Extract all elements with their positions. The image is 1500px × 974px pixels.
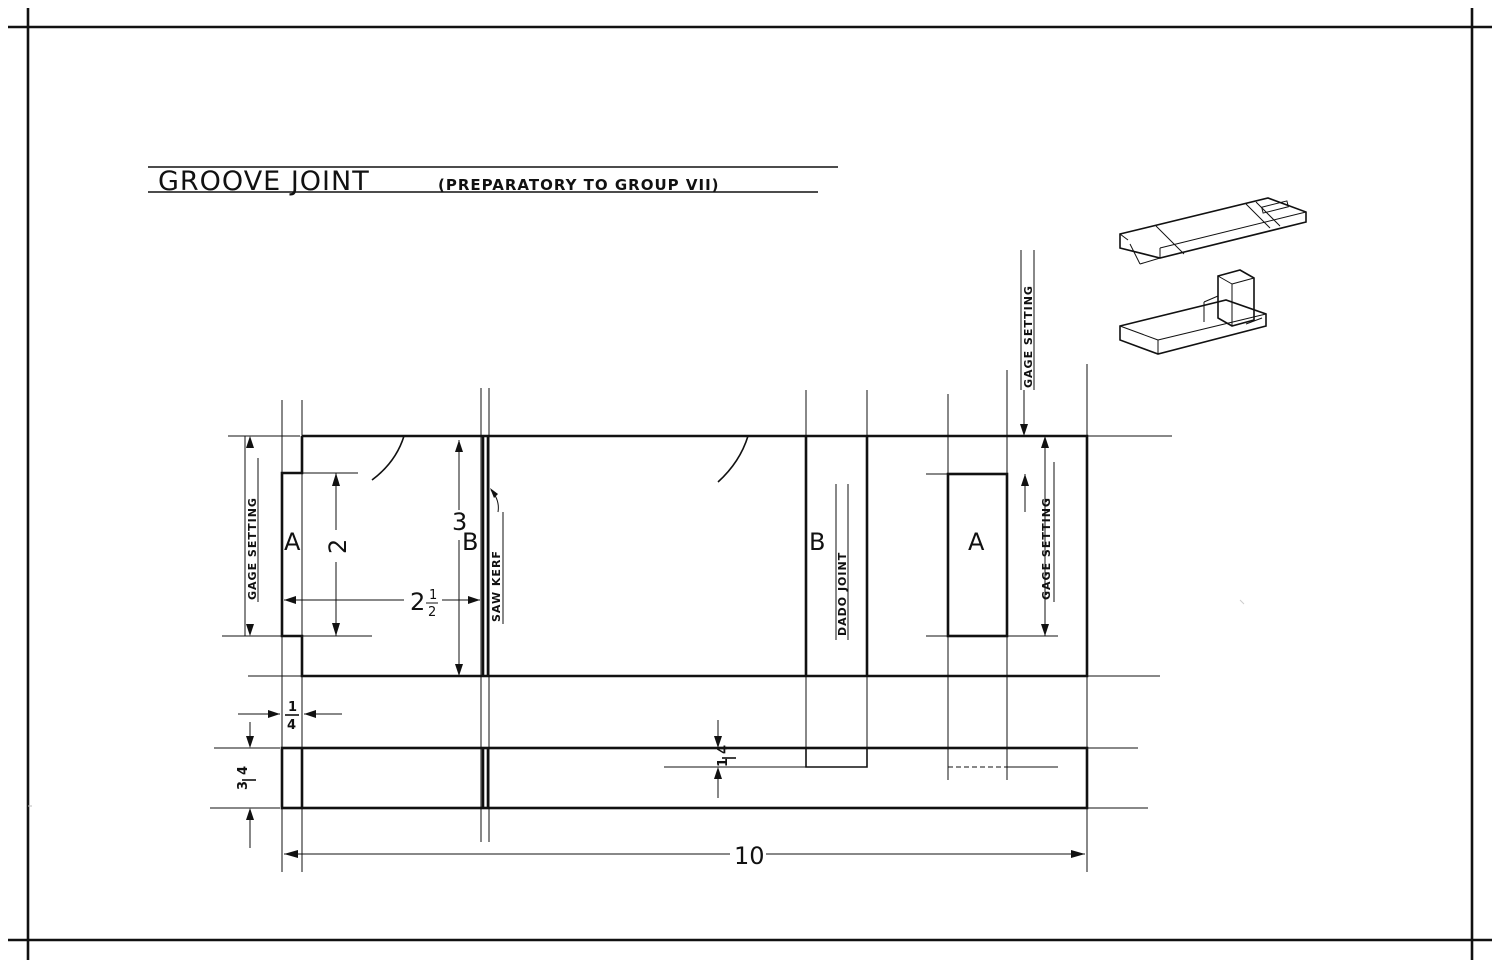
dim-height-a-text: 2 (324, 539, 352, 554)
part-labels: A B B A (284, 528, 985, 556)
dim-quarter-depth-den: 4 (716, 745, 731, 754)
dim-height-b-text: 3 (452, 508, 467, 536)
dim-quarter-left-den: 4 (287, 718, 296, 733)
elevation-view (280, 746, 1089, 810)
gage-setting-right-label: GAGE SETTING (1040, 497, 1053, 600)
dim-quarter-left: 1 4 (238, 700, 342, 733)
plan-view (280, 434, 1089, 678)
dim-thickness: 3 4 (236, 722, 256, 848)
dado-joint-note: DADO JOINT (835, 484, 849, 640)
faint-marks (28, 599, 1245, 807)
part-label-b-left: B (462, 528, 478, 556)
dim-quarter-left-num: 1 (288, 700, 297, 715)
dim-overall-length: 10 (284, 842, 1085, 870)
saw-kerf-label: SAW KERF (490, 550, 503, 622)
dim-width-num: 1 (429, 588, 437, 603)
dim-thickness-num: 3 (236, 781, 251, 790)
dim-width-whole: 2 (410, 588, 425, 616)
gage-setting-right: GAGE SETTING (1021, 436, 1055, 636)
saw-kerf-note: SAW KERF (490, 488, 504, 624)
gage-setting-left: GAGE SETTING (244, 436, 259, 636)
dim-quarter-depth-num: 1 (716, 758, 731, 767)
gage-setting-top: GAGE SETTING (1020, 250, 1035, 436)
gage-setting-left-label: GAGE SETTING (246, 497, 259, 600)
part-label-a-left: A (284, 528, 301, 556)
part-label-b-right: B (809, 528, 825, 556)
dim-width-den: 2 (428, 605, 436, 620)
title-sub: (PREPARATORY TO GROUP VII) (438, 176, 720, 194)
title-block: GROOVE JOINT (PREPARATORY TO GROUP VII) (148, 166, 838, 197)
dim-width-a: 2 1 2 (284, 588, 480, 620)
dim-height-b: 3 (452, 440, 467, 676)
sheet-border (8, 8, 1492, 960)
dim-overall-length-text: 10 (734, 842, 765, 870)
extension-lines (210, 364, 1172, 872)
dim-thickness-den: 4 (236, 766, 251, 775)
title-main: GROOVE JOINT (158, 166, 370, 197)
isometric-sketch (1119, 197, 1307, 355)
dim-height-a: 2 (324, 473, 352, 636)
dim-quarter-depth: 1 4 (714, 720, 736, 798)
gage-setting-top-label: GAGE SETTING (1022, 285, 1035, 388)
dado-joint-label: DADO JOINT (836, 552, 849, 636)
part-label-a-right: A (968, 528, 985, 556)
